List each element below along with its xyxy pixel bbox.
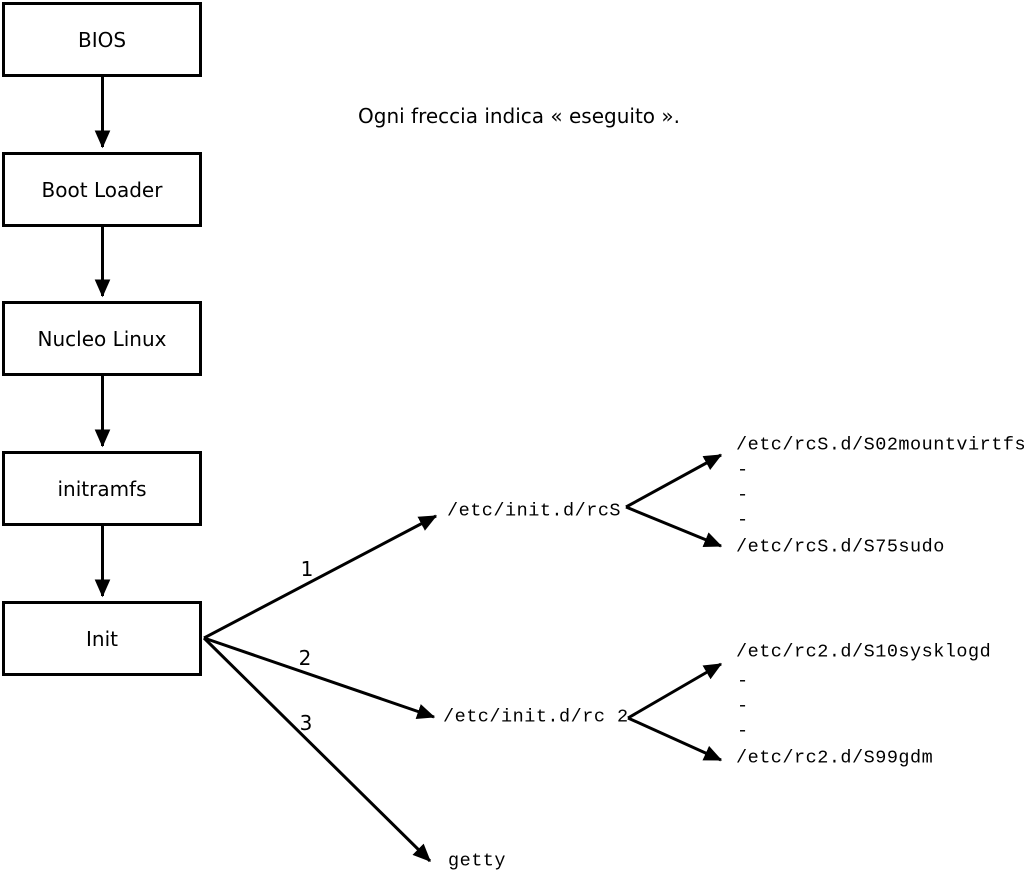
arrow-init-to-getty — [202, 636, 432, 863]
target-getty: getty — [448, 850, 507, 872]
ellipsis-dash: - — [737, 720, 749, 742]
ellipsis-dash: - — [737, 695, 749, 717]
node-nucleo-linux: Nucleo Linux — [2, 301, 202, 376]
script-rcs-s75sudo: /etc/rcS.d/S75sudo — [736, 536, 945, 558]
arrow-rc2-to-s10sysklogd — [627, 662, 723, 720]
ellipsis-dash: - — [737, 670, 749, 692]
edge-label-2: 2 — [298, 646, 312, 670]
node-init-label: Init — [86, 626, 118, 651]
node-bios: BIOS — [2, 2, 202, 77]
script-rc2-s99gdm: /etc/rc2.d/S99gdm — [736, 747, 934, 769]
node-bios-label: BIOS — [77, 27, 127, 52]
node-initramfs-label: initramfs — [57, 476, 147, 501]
node-nucleo-linux-label: Nucleo Linux — [37, 326, 167, 351]
ellipsis-dash: - — [737, 484, 749, 506]
edge-label-1: 1 — [300, 557, 314, 581]
target-init-d-rc2: /etc/init.d/rc 2 — [443, 706, 629, 728]
script-rc2-s10sysklogd: /etc/rc2.d/S10sysklogd — [736, 641, 992, 663]
arrow-rcs-to-s02mountvirtfs — [625, 453, 723, 509]
arrow-rc2-to-s99gdm — [627, 716, 723, 762]
node-boot-loader-label: Boot Loader — [41, 177, 163, 202]
node-init: Init — [2, 601, 202, 676]
node-initramfs: initramfs — [2, 451, 202, 526]
ellipsis-dash: - — [737, 509, 749, 531]
target-init-d-rcs: /etc/init.d/rcS — [447, 500, 622, 522]
diagram-caption: Ogni freccia indica « eseguito ». — [358, 104, 680, 128]
node-boot-loader: Boot Loader — [2, 152, 202, 227]
edge-label-3: 3 — [299, 711, 313, 735]
script-rcs-s02mountvirtfs: /etc/rcS.d/S02mountvirtfs — [736, 434, 1024, 456]
arrow-init-to-rc2 — [203, 636, 436, 720]
arrow-init-to-rcs — [203, 514, 438, 640]
arrow-rcs-to-s75sudo — [625, 505, 723, 548]
ellipsis-dash: - — [737, 459, 749, 481]
